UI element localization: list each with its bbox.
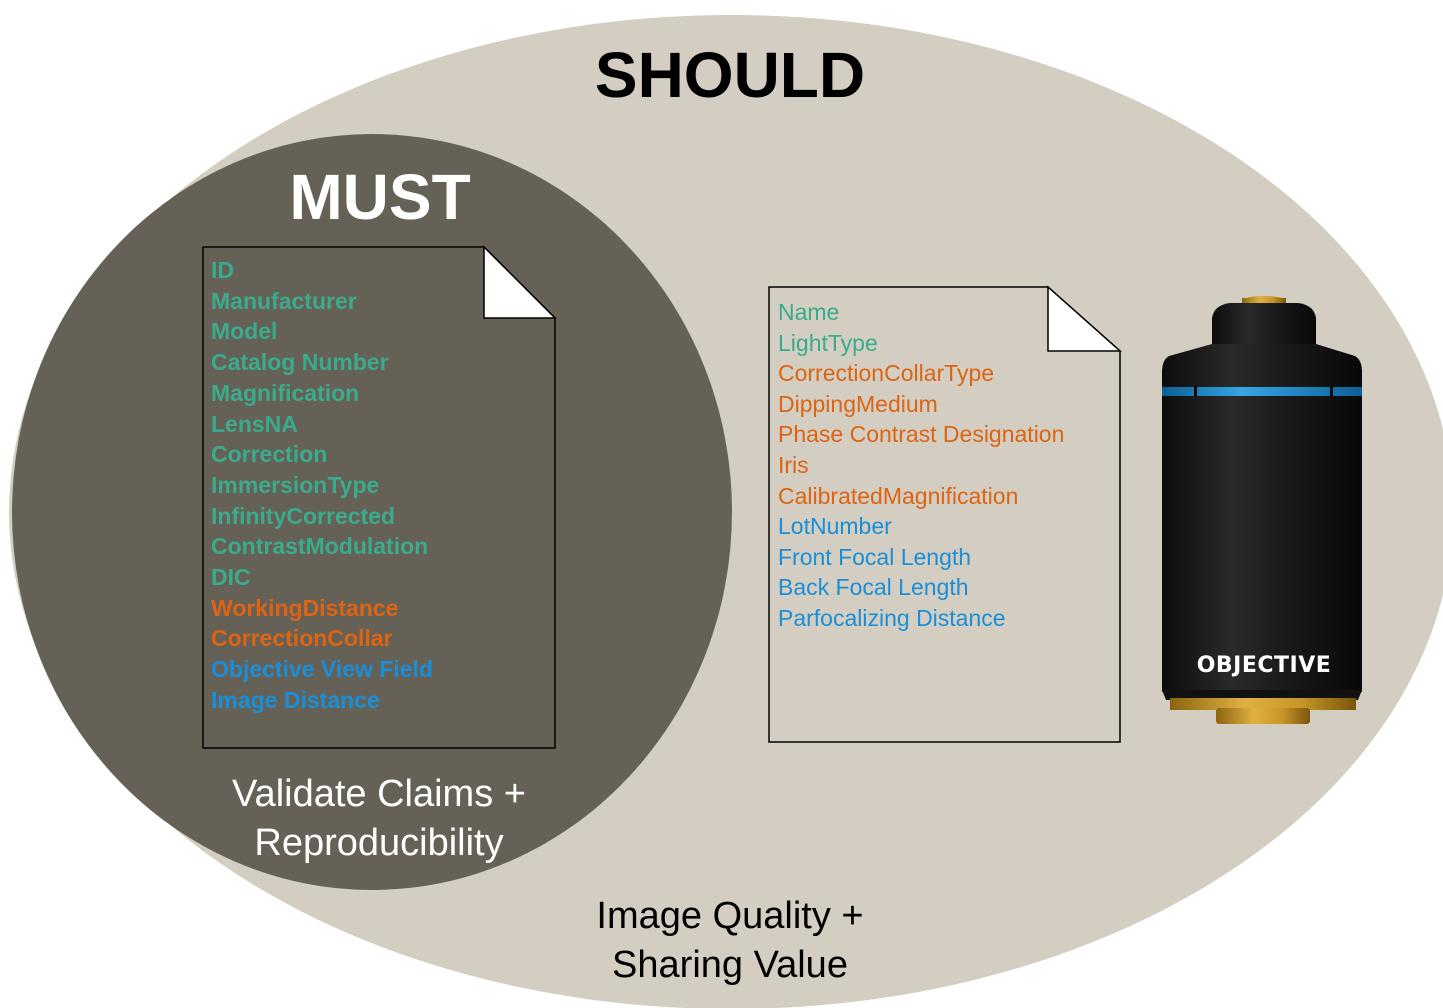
must-field: ID: [211, 257, 234, 283]
must-field: Image Distance: [211, 686, 380, 713]
must-field: Model: [211, 318, 278, 345]
should-field: CalibratedMagnification: [778, 482, 1019, 509]
should-field: LotNumber: [778, 513, 892, 540]
must-field: WorkingDistance: [211, 594, 399, 621]
should-caption-line-2: Sharing Value: [612, 944, 848, 986]
should-caption: Image Quality + Sharing Value: [530, 892, 930, 990]
should-field: Parfocalizing Distance: [778, 604, 1006, 631]
should-field: Name: [778, 299, 840, 325]
must-field: ImmersionType: [211, 471, 380, 498]
should-field: LightType: [778, 329, 878, 356]
must-field: InfinityCorrected: [211, 502, 396, 529]
must-field: Manufacturer: [211, 287, 357, 314]
must-field: Magnification: [211, 379, 360, 406]
must-caption-line-1: Validate Claims +: [232, 773, 526, 815]
must-document-icon: [202, 245, 557, 749]
must-field: Objective View Field: [211, 656, 433, 683]
should-field: Phase Contrast Designation: [778, 421, 1065, 448]
objective-label: OBJECTIVE: [1196, 653, 1332, 678]
must-field: Catalog Number: [211, 349, 389, 376]
must-title: MUST: [289, 161, 471, 233]
must-caption-line-2: Reproducibility: [254, 822, 504, 864]
must-field: DIC: [211, 564, 251, 591]
must-caption: Validate Claims + Reproducibility: [179, 770, 579, 868]
must-field: ContrastModulation: [211, 533, 429, 560]
must-field: LensNA: [211, 410, 298, 437]
should-field-list: Name LightType CorrectionCollarType Dipp…: [778, 297, 1064, 634]
must-field-list: ID Manufacturer Model Catalog Number Mag…: [211, 255, 433, 716]
should-field: Back Focal Length: [778, 574, 969, 601]
should-document-icon: [768, 285, 1122, 743]
should-field: DippingMedium: [778, 390, 938, 417]
should-field: CorrectionCollarType: [778, 360, 995, 387]
should-caption-line-1: Image Quality +: [596, 895, 864, 937]
must-field: Correction: [211, 441, 328, 468]
should-title: SHOULD: [594, 39, 866, 111]
must-field: CorrectionCollar: [211, 625, 393, 652]
should-field: Iris: [778, 451, 809, 478]
should-field: Front Focal Length: [778, 543, 972, 570]
microscope-objective-icon: [1162, 296, 1362, 724]
